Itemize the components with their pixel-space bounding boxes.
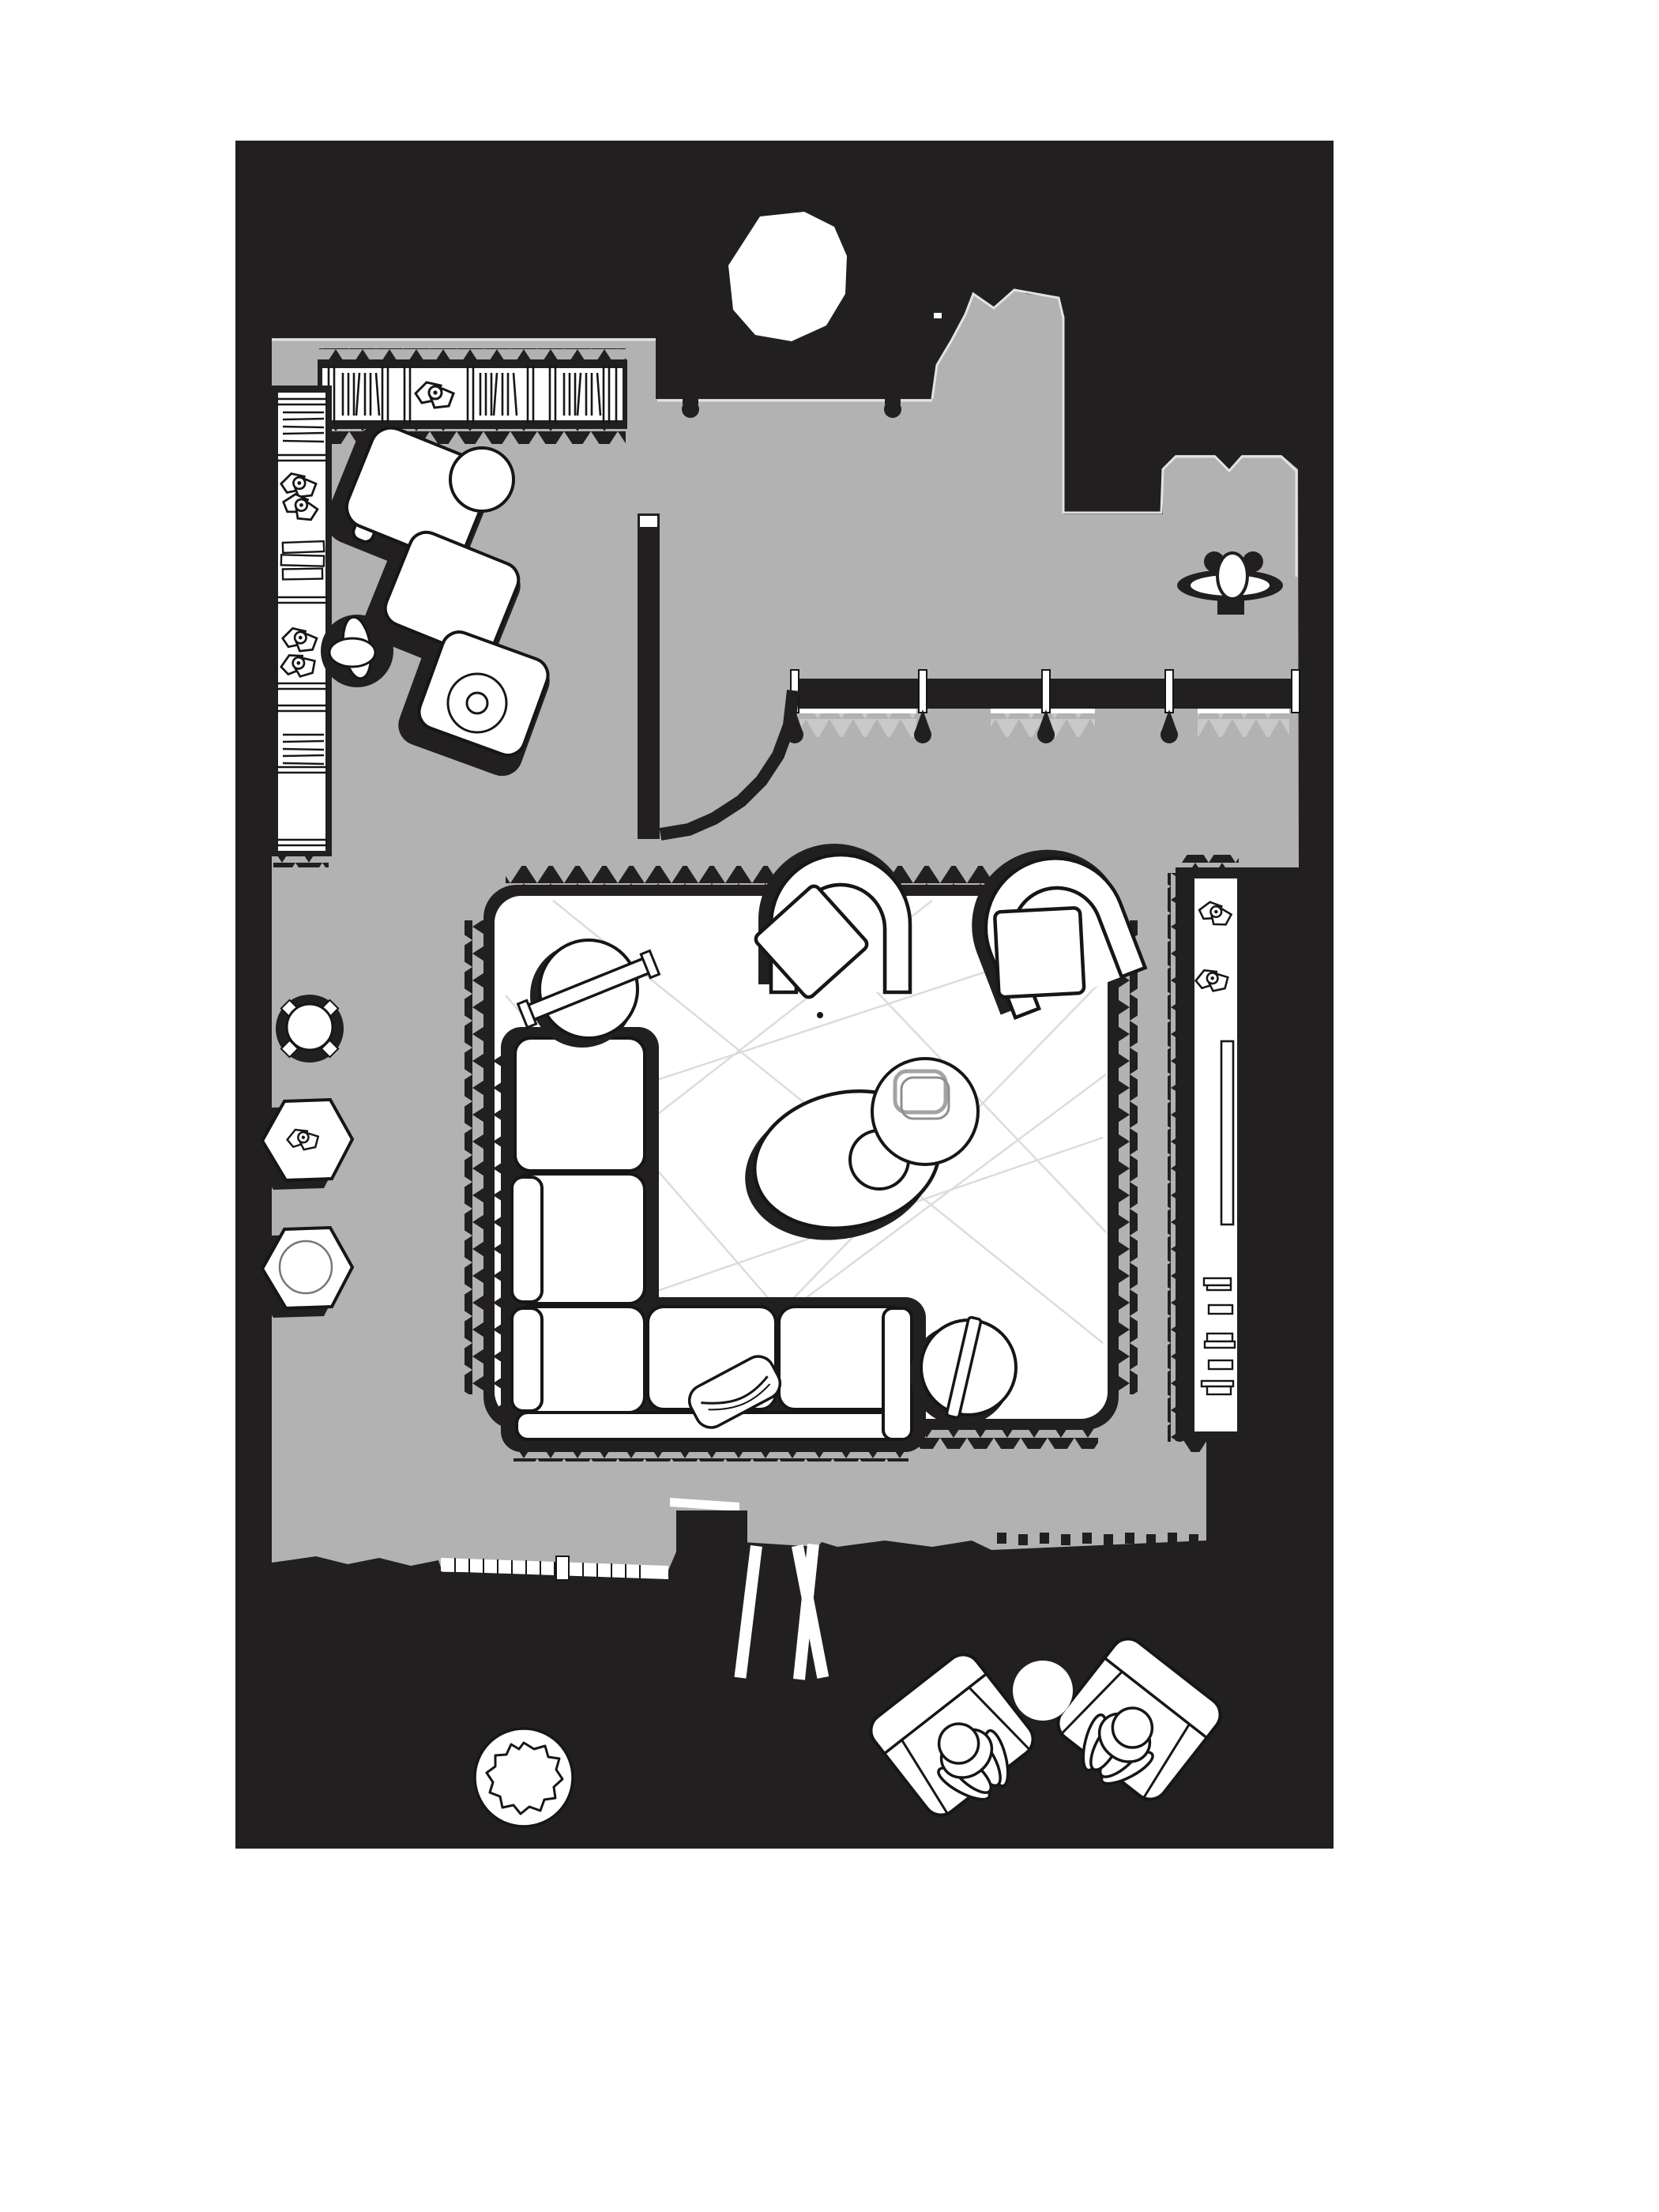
book-stack [280,540,325,581]
radiator-strip [441,1498,739,1581]
radiator-post [555,1556,570,1581]
person [937,1722,1010,1801]
round-leg-table [276,995,344,1063]
shelf-dividers [276,397,327,847]
radiator-strip-2 [670,1498,739,1511]
door-leaf [640,516,657,527]
wall-stub-1 [683,376,698,404]
console-shelf [1168,855,1248,1452]
chairs-side-table [1013,1661,1073,1721]
wall-stub-2 [885,376,901,404]
armchair-1-cushion [754,884,869,999]
chaise-lounge [325,426,550,777]
half-round-chair [516,939,661,1048]
door-tick [934,313,942,318]
bookshelf-left [259,386,332,867]
door-swing [659,690,799,841]
wall-stub-1-pull [682,401,699,418]
rug-dot [817,1012,823,1018]
planter [473,1727,574,1828]
curtain-wall [786,669,1302,743]
hex-table-1 [248,1097,355,1190]
console-stacks [1200,1277,1236,1396]
split-round-chair [910,1315,1018,1425]
partition-wall [638,514,660,839]
wall-stub-2-pull [884,401,901,418]
sanitary-fixture [1177,551,1283,615]
hex-table-2 [248,1225,355,1318]
armchair-2-cushion [993,906,1086,999]
throw-blanket [687,1355,782,1429]
tray-side-table [871,1057,980,1166]
sofa-backrest [510,1176,544,1304]
column-octagon [728,212,847,341]
person [1082,1706,1154,1785]
reading-stool [321,615,393,687]
console-long-tray [1220,1040,1235,1226]
plant-foliage [485,1741,564,1815]
sofa-cushion [514,1036,646,1172]
edge-teeth [997,1533,1198,1545]
fireplace-box [676,1510,747,1559]
armchair-1 [754,844,912,999]
bookshelf-top [318,348,627,444]
sofa-backrest [510,1307,544,1413]
round-pillow [449,446,515,513]
sofa-armrest-right [882,1307,913,1441]
armchair-2 [972,849,1148,1020]
ottoman-tray-center [465,691,489,715]
sectional-sofa [490,1027,926,1462]
leaning-boards [732,1544,830,1688]
lounge-chair-left [869,1653,1035,1817]
lounge-chair-right [1056,1637,1222,1801]
